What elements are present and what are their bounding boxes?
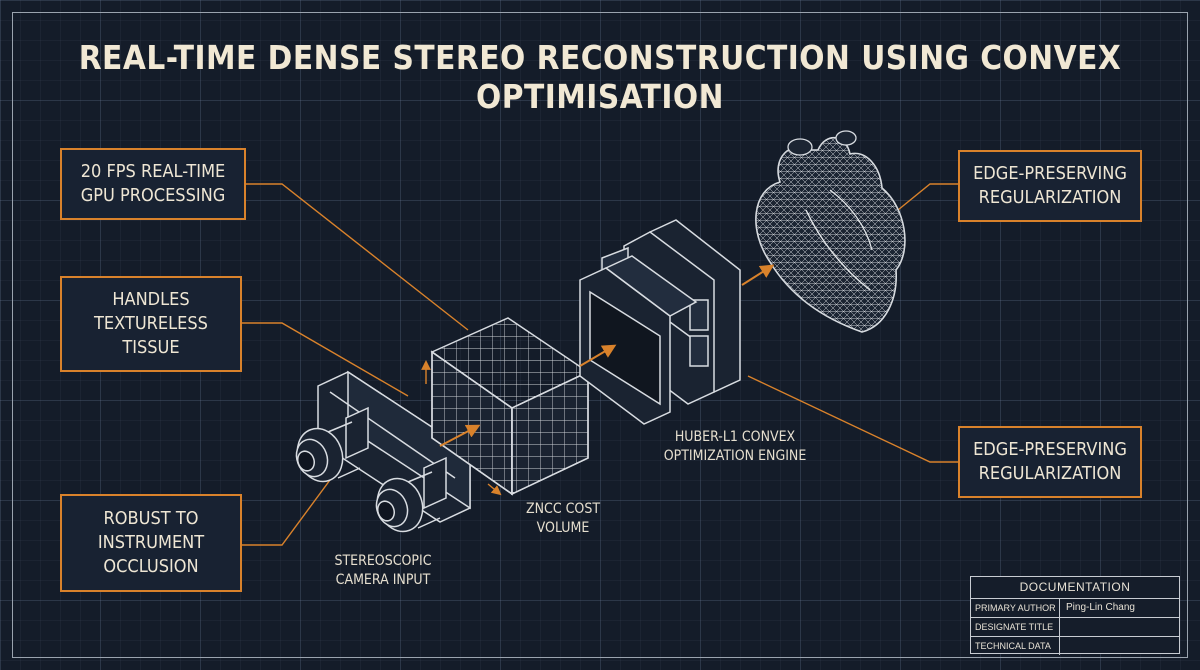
callout-occlusion: Robust to Instrument Occlusion [60, 494, 242, 592]
label-cost-volume: ZNCC Cost Volume [525, 501, 601, 536]
callout-edge-top: Edge-Preserving Regularization [958, 150, 1142, 222]
stereo-camera-icon [295, 370, 471, 533]
blueprint-frame [12, 12, 1188, 658]
arrow-camera-to-cube [439, 424, 481, 447]
doc-row-title: Designate Title [971, 618, 1179, 637]
arrow-cube-down [487, 483, 502, 496]
callout-fps: 20 FPS Real-Time GPU Processing [60, 148, 246, 220]
documentation-header: Documentation [971, 577, 1179, 599]
doc-value-title [1060, 618, 1179, 636]
label-camera-input: Stereoscopic Camera Input [334, 553, 432, 588]
leader-lines [242, 183, 958, 546]
doc-key: Technical Data [971, 637, 1060, 655]
doc-value-author: Ping-Lin Chang [1066, 602, 1135, 613]
heart-mesh-icon [755, 130, 906, 333]
callout-textureless: Handles Textureless Tissue [60, 276, 242, 372]
arrow-engine-to-heart [741, 264, 775, 286]
callout-edge-bottom: Edge-Preserving Regularization [958, 426, 1142, 498]
doc-row-author: Primary Author Ping-Lin Chang [971, 599, 1179, 618]
arrow-cube-to-engine [579, 344, 617, 367]
leader-textureless [242, 322, 409, 397]
doc-key: Designate Title [971, 618, 1060, 636]
label-optimizer: Huber-L1 Convex Optimization Engine [663, 429, 807, 464]
leader-edge-top [897, 183, 958, 211]
doc-key: Primary Author [971, 599, 1060, 617]
documentation-block: Documentation Primary Author Ping-Lin Ch… [970, 576, 1180, 655]
doc-row-technical: Technical Data [971, 637, 1179, 655]
cost-volume-cube-icon [430, 317, 590, 496]
leader-occlusion [242, 479, 331, 546]
leader-fps [246, 183, 469, 331]
optimization-engine-icon [579, 219, 741, 425]
leader-edge-bottom [747, 375, 958, 463]
doc-value-technical [1060, 637, 1179, 655]
pipeline-arrows [421, 264, 775, 496]
page-title: Real-Time Dense Stereo Reconstruction Us… [78, 38, 1122, 116]
